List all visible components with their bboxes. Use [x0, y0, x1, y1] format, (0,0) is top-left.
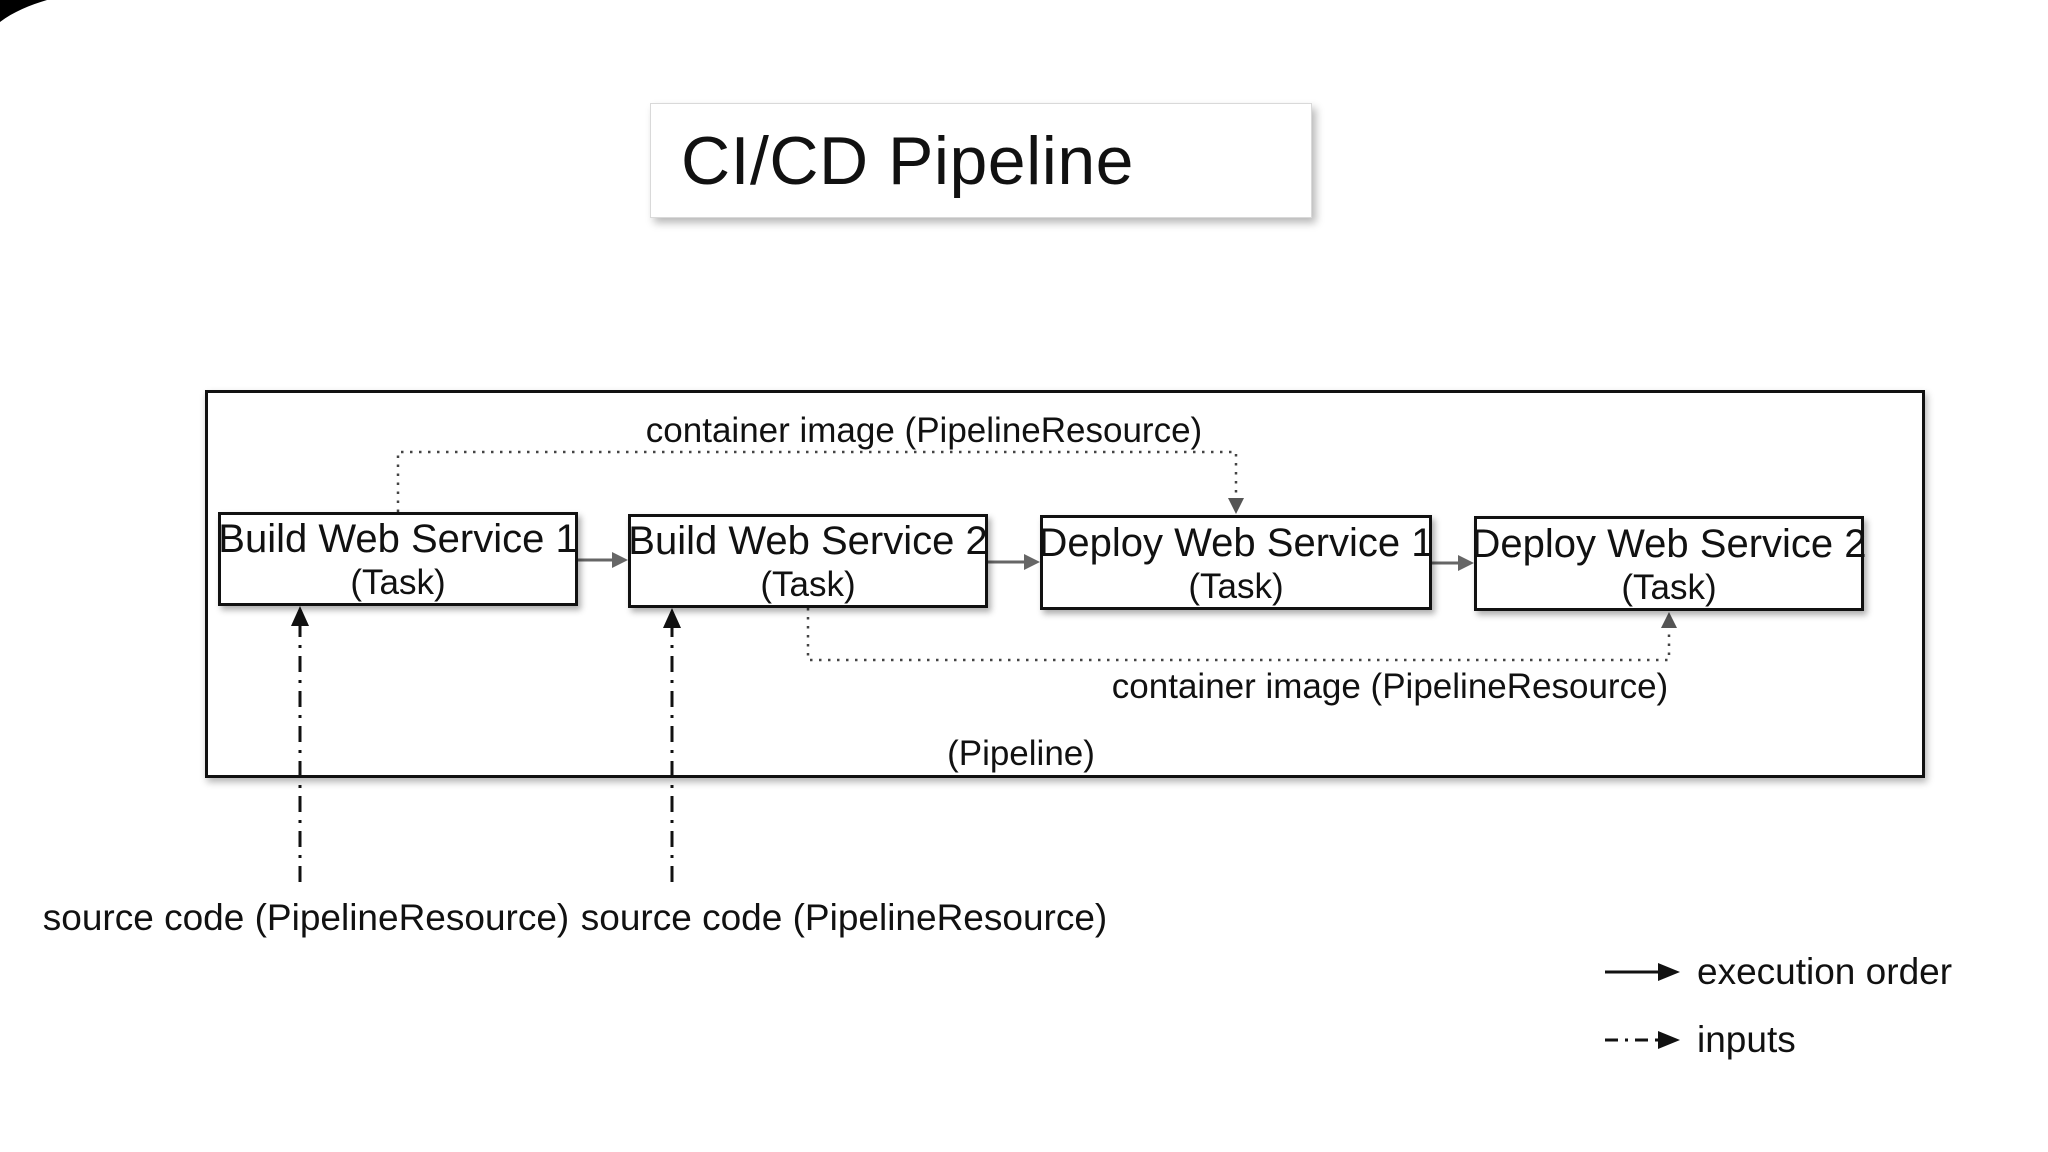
container-image-bottom-label: container image (PipelineResource)	[1111, 667, 1669, 706]
container-image-top-label: container image (PipelineResource)	[645, 411, 1203, 450]
title-box: CI/CD Pipeline	[650, 103, 1312, 218]
pipeline-label: (Pipeline)	[947, 734, 1095, 773]
legend-inputs-arrow	[1605, 1031, 1680, 1049]
task-type: (Task)	[1621, 567, 1717, 607]
execution-arrow-build1-build2	[578, 552, 628, 568]
source-code-2-connector	[663, 608, 681, 882]
task-type: (Task)	[760, 565, 856, 604]
task-box-build-web-service-2: Build Web Service 2 (Task)	[628, 514, 988, 608]
source-code-2-label: source code (PipelineResource)	[580, 897, 1108, 938]
container-image-top-connector	[396, 450, 1244, 514]
task-name: Deploy Web Service 2	[1471, 521, 1867, 566]
task-box-deploy-web-service-2: Deploy Web Service 2 (Task)	[1471, 516, 1867, 611]
source-code-1-label: source code (PipelineResource)	[42, 897, 570, 938]
execution-arrow-build2-deploy1	[988, 554, 1040, 570]
task-type: (Task)	[1188, 566, 1284, 606]
execution-arrow-deploy1-deploy2	[1432, 555, 1474, 571]
corner-wedge-shape	[0, 0, 47, 22]
legend-execution-order-label: execution order	[1697, 951, 1953, 992]
page-title: CI/CD Pipeline	[681, 122, 1134, 199]
legend-execution-arrow	[1605, 963, 1680, 981]
task-box-build-web-service-1: Build Web Service 1 (Task)	[218, 512, 578, 606]
task-name: Build Web Service 2	[628, 519, 988, 563]
task-name: Build Web Service 1	[218, 517, 578, 561]
source-code-1-connector	[291, 606, 309, 882]
legend-inputs-label: inputs	[1697, 1019, 1796, 1060]
container-image-bottom-connector	[806, 608, 1677, 662]
task-type: (Task)	[350, 563, 446, 602]
task-name: Deploy Web Service 1	[1038, 520, 1434, 565]
task-box-deploy-web-service-1: Deploy Web Service 1 (Task)	[1038, 515, 1434, 610]
